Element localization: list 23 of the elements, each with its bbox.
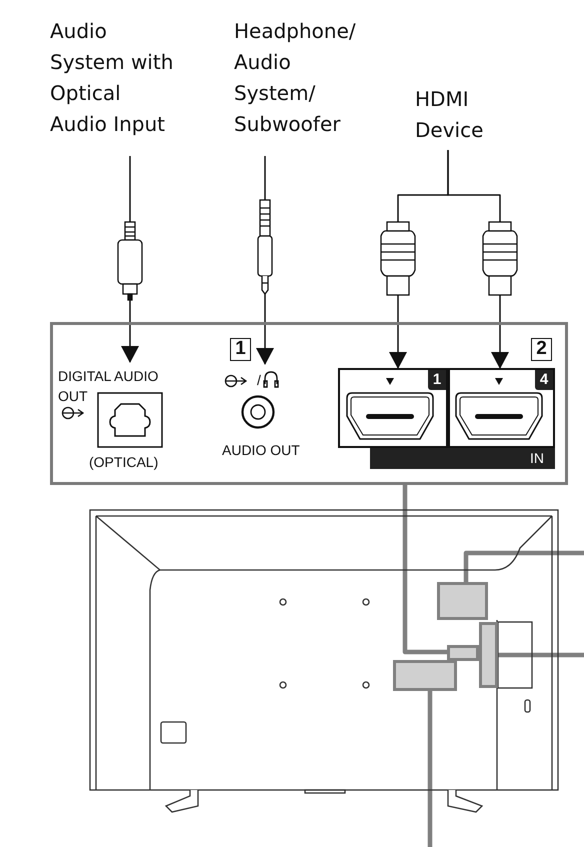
highlight-region bbox=[479, 622, 498, 688]
leader-line bbox=[402, 485, 447, 654]
port-label: AUDIO OUT bbox=[222, 441, 300, 460]
device-label: HDMI Device bbox=[415, 84, 505, 150]
device-label: Audio System with Optical Audio Input bbox=[50, 16, 178, 156]
leader-line bbox=[428, 691, 432, 847]
leader-line bbox=[498, 652, 584, 658]
port-number: 1 bbox=[428, 370, 446, 390]
port-label: (OPTICAL) bbox=[89, 453, 160, 472]
port-label: DIGITAL AUDIO OUT bbox=[58, 367, 160, 406]
connection-panel bbox=[50, 322, 568, 485]
separator-text: / bbox=[256, 372, 262, 388]
callout-number: 2 bbox=[531, 338, 552, 361]
hdmi-port bbox=[448, 368, 555, 448]
leader-line bbox=[464, 550, 584, 582]
callout-number: 1 bbox=[230, 338, 251, 361]
hdmi-port bbox=[338, 368, 448, 448]
highlight-region bbox=[437, 582, 488, 620]
port-number: 4 bbox=[535, 370, 553, 390]
device-label: Headphone/ Audio System/ Subwoofer bbox=[234, 16, 362, 156]
highlight-region bbox=[447, 645, 479, 661]
port-label: IN bbox=[529, 449, 545, 467]
highlight-region bbox=[393, 660, 457, 691]
